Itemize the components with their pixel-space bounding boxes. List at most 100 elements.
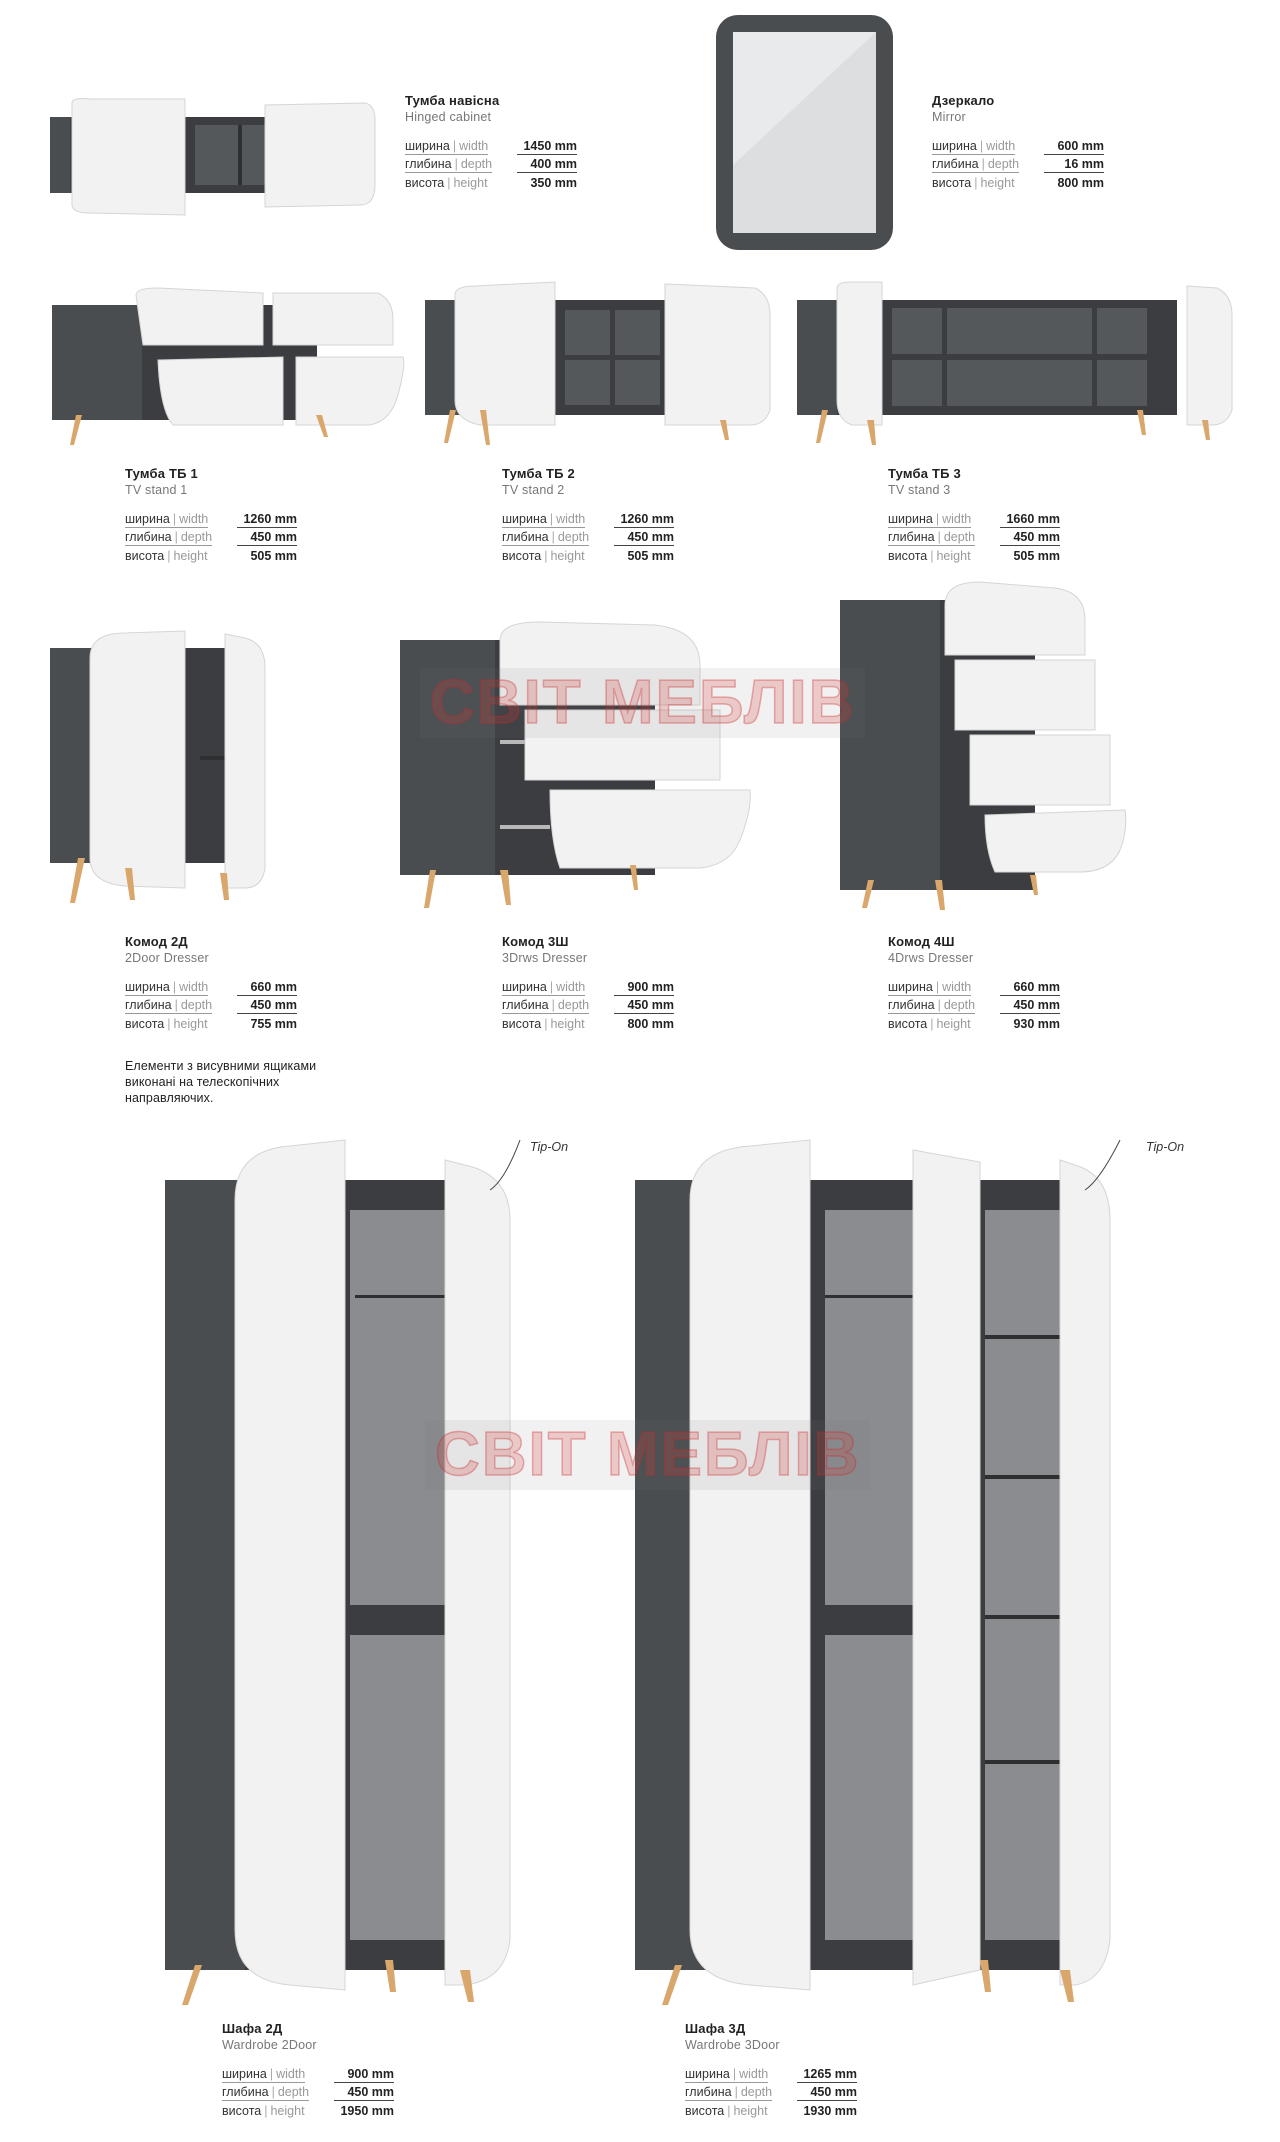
product-title: Шафа 2Д bbox=[222, 2021, 283, 2036]
product-subtitle: TV stand 3 bbox=[888, 483, 951, 497]
label-height: висота bbox=[502, 1016, 542, 1031]
wardrobe-2d-image bbox=[165, 1139, 521, 2005]
label-depth: глибина bbox=[685, 2085, 732, 2099]
value-depth: 450 mm bbox=[797, 2085, 857, 2101]
product-title: Тумба навісна bbox=[405, 93, 500, 108]
label-width: ширина bbox=[125, 512, 170, 526]
product-subtitle: 4Drws Dresser bbox=[888, 951, 974, 965]
value-depth: 450 mm bbox=[334, 2085, 394, 2101]
product-subtitle: TV stand 1 bbox=[125, 483, 188, 497]
label-width: ширина bbox=[405, 139, 450, 153]
value-width: 600 mm bbox=[1044, 139, 1104, 155]
label-width: ширина bbox=[125, 980, 170, 994]
tipon-label-wardrobe-3d: Tip-On bbox=[1146, 1140, 1185, 1154]
value-width: 1260 mm bbox=[614, 512, 674, 528]
tv-stand-3-image bbox=[797, 281, 1233, 445]
product-title: Тумба ТБ 3 bbox=[888, 466, 961, 481]
value-width: 1265 mm bbox=[797, 2067, 857, 2083]
label-depth: глибина bbox=[125, 530, 172, 544]
value-height: 800 mm bbox=[1057, 175, 1104, 190]
label-height: висота bbox=[125, 548, 165, 563]
label-height: висота bbox=[125, 1016, 165, 1031]
label-depth: глибина bbox=[502, 530, 549, 544]
product-title: Комод 4Ш bbox=[888, 934, 955, 949]
product-subtitle: Hinged cabinet bbox=[405, 110, 492, 124]
product-title: Тумба ТБ 1 bbox=[125, 466, 198, 481]
product-subtitle: Mirror bbox=[932, 110, 966, 124]
product-title: Дзеркало bbox=[932, 93, 995, 108]
label-depth: глибина bbox=[888, 530, 935, 544]
value-height: 505 mm bbox=[250, 548, 297, 563]
tv-stand-1-image bbox=[52, 287, 405, 445]
watermark-bottom: СВІТ МЕБЛІВ bbox=[425, 1420, 871, 1490]
product-title: Тумба ТБ 2 bbox=[502, 466, 575, 481]
product-title: Шафа 3Д bbox=[685, 2021, 746, 2036]
product-hinged-cabinet: Тумба навісна Hinged cabinet ширина|widt… bbox=[405, 92, 577, 192]
hinged-cabinet-image bbox=[50, 98, 376, 216]
dresser-2d-image bbox=[50, 630, 266, 903]
label-height: висота bbox=[685, 2103, 725, 2118]
label-width: ширина bbox=[888, 980, 933, 994]
value-depth: 450 mm bbox=[237, 530, 297, 546]
wardrobe-3d-image bbox=[635, 1139, 1121, 2005]
value-height: 755 mm bbox=[250, 1016, 297, 1031]
label-width: ширина bbox=[502, 980, 547, 994]
label-height: висота bbox=[888, 548, 928, 563]
product-title: Комод 2Д bbox=[125, 934, 188, 949]
value-depth: 16 mm bbox=[1044, 157, 1104, 173]
value-height: 930 mm bbox=[1013, 1016, 1060, 1031]
value-width: 660 mm bbox=[1000, 980, 1060, 996]
dresser-3sh-image bbox=[400, 621, 751, 908]
product-title: Комод 3Ш bbox=[502, 934, 569, 949]
product-subtitle: Wardrobe 2Door bbox=[222, 2038, 317, 2052]
label-width: ширина bbox=[685, 2067, 730, 2081]
value-depth: 450 mm bbox=[614, 998, 674, 1014]
value-height: 350 mm bbox=[530, 175, 577, 190]
value-height: 800 mm bbox=[627, 1016, 674, 1031]
value-height: 1950 mm bbox=[340, 2103, 394, 2118]
label-height: висота bbox=[502, 548, 542, 563]
label-height: висота bbox=[888, 1016, 928, 1031]
label-width: ширина bbox=[502, 512, 547, 526]
label-height: висота bbox=[405, 175, 445, 190]
label-width: ширина bbox=[888, 512, 933, 526]
product-subtitle: 2Door Dresser bbox=[125, 951, 209, 965]
label-depth: глибина bbox=[888, 998, 935, 1012]
label-depth: глибина bbox=[125, 998, 172, 1012]
product-subtitle: Wardrobe 3Door bbox=[685, 2038, 780, 2052]
value-depth: 400 mm bbox=[517, 157, 577, 173]
label-depth: глибина bbox=[405, 157, 452, 171]
watermark-top: СВІТ МЕБЛІВ bbox=[420, 668, 866, 738]
label-width: ширина bbox=[932, 139, 977, 153]
value-width: 1260 mm bbox=[237, 512, 297, 528]
mirror-image bbox=[716, 15, 893, 250]
label-depth: глибина bbox=[222, 2085, 269, 2099]
value-width: 1450 mm bbox=[517, 139, 577, 155]
label-depth: глибина bbox=[502, 998, 549, 1012]
value-depth: 450 mm bbox=[1000, 998, 1060, 1014]
value-width: 900 mm bbox=[614, 980, 674, 996]
label-height: висота bbox=[932, 175, 972, 190]
tv-stand-2-image bbox=[425, 281, 771, 445]
value-width: 660 mm bbox=[237, 980, 297, 996]
tipon-label-wardrobe-2d: Tip-On bbox=[530, 1140, 569, 1154]
value-depth: 450 mm bbox=[614, 530, 674, 546]
value-height: 505 mm bbox=[1013, 548, 1060, 563]
